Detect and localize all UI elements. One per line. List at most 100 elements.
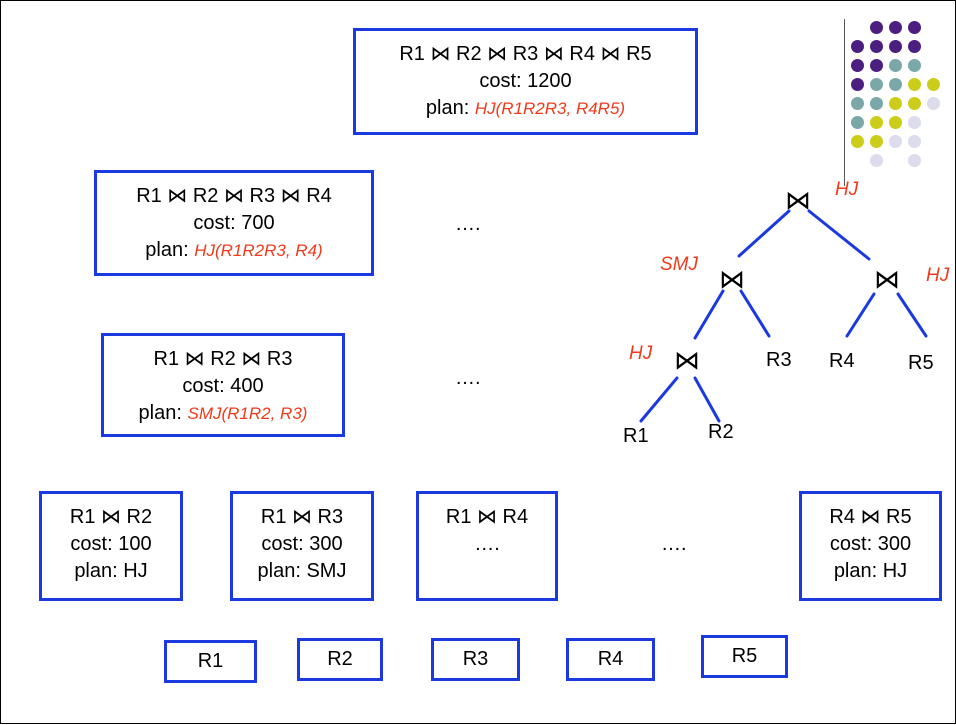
decorative-dot (851, 116, 864, 129)
box-title: R1 ⋈ R4 (445, 506, 529, 528)
decorative-dot (870, 154, 883, 167)
decorative-dot (870, 40, 883, 53)
ellipsis-level-2: …. (661, 533, 687, 555)
tree-leaf-r5: R5 (908, 352, 934, 374)
edge-right-r5 (896, 292, 928, 338)
box-cost: cost: 100 (70, 533, 152, 555)
plan-box-r1-r4-pair: R1 ⋈ R4 …. (416, 491, 558, 601)
box-cost: cost: 1200 (479, 70, 572, 92)
plan-label: plan: (145, 239, 195, 261)
decorative-dot (851, 97, 864, 110)
box-plan-line: plan: HJ(R1R2R3, R4) (97, 237, 371, 264)
join-node-left: ⋈ (719, 264, 745, 294)
plan-box-r1-r3: R1 ⋈ R2 ⋈ R3 cost: 400 plan: SMJ(R1R2, R… (101, 333, 345, 437)
decorative-dot (889, 21, 902, 34)
ellipsis-level-4: …. (455, 213, 481, 235)
decorative-dot (889, 59, 902, 72)
ellipsis-level-3: …. (455, 367, 481, 389)
decorative-dot (870, 21, 883, 34)
tree-leaf-r2: R2 (708, 421, 734, 443)
decorative-dot (870, 97, 883, 110)
decorative-dot (908, 78, 921, 91)
edge-bottom-r2 (693, 376, 721, 423)
relation-label: R1 (197, 650, 224, 672)
tree-leaf-r3: R3 (766, 349, 792, 371)
box-plan-line: plan: SMJ(R1R2, R3) (104, 400, 342, 427)
plan-box-r1-r3-pair: R1 ⋈ R3 cost: 300 plan: SMJ (230, 491, 374, 601)
plan-value: SMJ(R1R2, R3) (187, 404, 308, 423)
edge-bottom-r1 (639, 376, 679, 423)
box-plan: plan: SMJ (257, 560, 347, 582)
decorative-dot (851, 59, 864, 72)
algo-left: SMJ (660, 254, 698, 275)
box-title: R1 ⋈ R2 ⋈ R3 ⋈ R4 ⋈ R5 (399, 43, 652, 65)
plan-label: plan: (138, 402, 188, 424)
decorative-dot (870, 78, 883, 91)
tree-leaf-r4: R4 (829, 350, 855, 372)
join-node-root: ⋈ (785, 185, 811, 215)
decorative-dot (927, 78, 940, 91)
plan-box-r4-r5: R4 ⋈ R5 cost: 300 plan: HJ (799, 491, 942, 601)
decorative-dot (870, 116, 883, 129)
edge-root-left (737, 209, 791, 258)
join-node-right: ⋈ (874, 264, 900, 294)
algo-right: HJ (926, 265, 950, 286)
box-cost: cost: 700 (193, 212, 275, 234)
relation-label: R4 (597, 648, 624, 670)
algo-root: HJ (835, 179, 859, 200)
tree-leaf-r1: R1 (623, 425, 649, 447)
plan-box-r1-r5: R1 ⋈ R2 ⋈ R3 ⋈ R4 ⋈ R5 cost: 1200 plan: … (353, 28, 698, 135)
join-node-bottom: ⋈ (674, 345, 700, 375)
decorative-dot (889, 78, 902, 91)
plan-label: plan: (425, 97, 475, 119)
box-title: R1 ⋈ R2 ⋈ R3 ⋈ R4 (136, 185, 332, 207)
plan-value: HJ(R1R2R3, R4R5) (474, 99, 626, 118)
decorative-dot (908, 40, 921, 53)
relation-label: R2 (327, 648, 353, 670)
plan-box-r1-r4: R1 ⋈ R2 ⋈ R3 ⋈ R4 cost: 700 plan: HJ(R1R… (94, 170, 374, 276)
decorative-dot (908, 59, 921, 72)
decorative-dot (908, 135, 921, 148)
decorative-dot (889, 40, 902, 53)
decorative-divider (844, 19, 845, 186)
decorative-dot (851, 78, 864, 91)
relation-label: R5 (731, 645, 758, 667)
box-plan: plan: HJ (833, 560, 908, 582)
decorative-dot (908, 154, 921, 167)
box-title: R4 ⋈ R5 (829, 506, 912, 528)
decorative-dot (851, 135, 864, 148)
decorative-dot (908, 97, 921, 110)
box-cost: cost: 400 (182, 375, 264, 397)
algo-bottom: HJ (629, 343, 653, 364)
decorative-dot (889, 97, 902, 110)
decorative-dot (851, 40, 864, 53)
relation-box-r1: R1 (164, 640, 257, 683)
relation-box-r5: R5 (701, 635, 788, 678)
edge-left-r3 (739, 289, 771, 338)
decorative-dot (908, 116, 921, 129)
decorative-dot (870, 59, 883, 72)
decorative-dot (870, 135, 883, 148)
box-title: R1 ⋈ R3 (260, 506, 344, 528)
box-plan: plan: HJ (74, 560, 148, 582)
relation-box-r4: R4 (566, 638, 655, 681)
decorative-dot (889, 116, 902, 129)
relation-box-r3: R3 (431, 638, 520, 681)
decorative-dot (889, 135, 902, 148)
box-cost: cost: 300 (261, 533, 343, 555)
box-cost: cost: 300 (829, 533, 912, 555)
plan-box-r1-r2: R1 ⋈ R2 cost: 100 plan: HJ (39, 491, 183, 601)
edge-right-r4 (845, 292, 876, 338)
box-plan-line: plan: HJ(R1R2R3, R4R5) (356, 95, 695, 122)
relation-box-r2: R2 (297, 638, 383, 681)
decorative-dot (908, 21, 921, 34)
decorative-dot (927, 97, 940, 110)
box-title: R1 ⋈ R2 (69, 506, 153, 528)
edge-left-bottom (693, 289, 725, 340)
box-cost: …. (474, 533, 500, 555)
edge-root-right (807, 209, 871, 261)
relation-label: R3 (462, 648, 489, 670)
box-title: R1 ⋈ R2 ⋈ R3 (153, 348, 293, 370)
